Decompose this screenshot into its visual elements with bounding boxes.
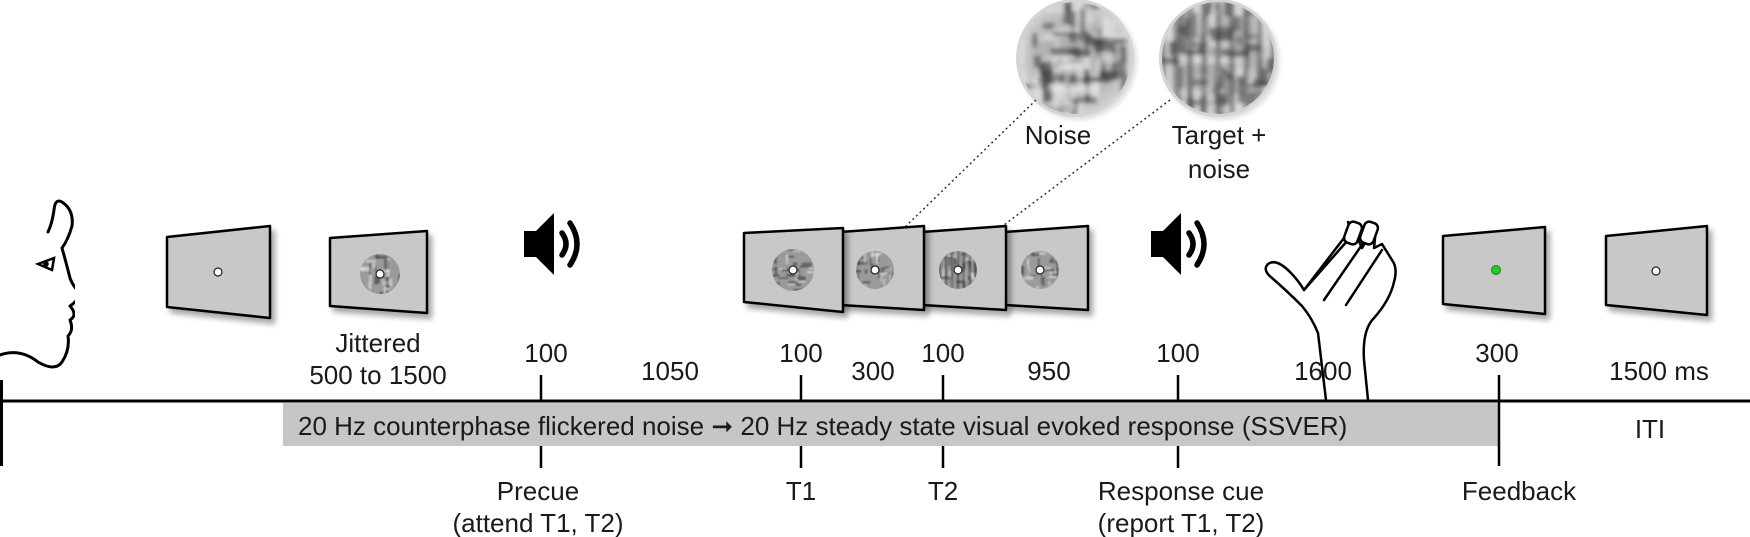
iti-label: ITI xyxy=(1635,414,1665,444)
precue-label-line1: Precue xyxy=(497,476,579,506)
event-ticks xyxy=(539,375,1501,468)
stimulus-screen-stack xyxy=(742,224,1090,314)
flicker-band xyxy=(283,403,1499,446)
response-cue-duration: 100 xyxy=(1156,338,1199,368)
fixation-dot xyxy=(1651,266,1661,276)
target-label-line2: noise xyxy=(1188,154,1250,184)
t1-to-t2-duration: 300 xyxy=(851,356,894,386)
noise-label: Noise xyxy=(1025,120,1091,150)
flicker-band-label: 20 Hz counterphase flickered noise ➞ 20 … xyxy=(298,411,1347,441)
feedback-label: Feedback xyxy=(1462,476,1577,506)
t1-duration: 100 xyxy=(779,338,822,368)
target-texture xyxy=(1162,2,1274,114)
fixation-dot xyxy=(213,267,223,277)
noise-texture xyxy=(1019,2,1131,114)
target-label-line1: Target + xyxy=(1172,120,1267,150)
speaker-icon xyxy=(524,213,580,275)
t2-label: T2 xyxy=(928,476,958,506)
jitter-label-line2: 500 to 1500 xyxy=(309,360,446,390)
feedback-dot xyxy=(1491,265,1501,275)
target-connector xyxy=(999,99,1171,229)
face-profile-icon xyxy=(0,199,75,369)
precue-to-t1-duration: 1050 xyxy=(641,356,699,386)
precue-label-line2: (attend T1, T2) xyxy=(452,508,623,537)
speaker-icon xyxy=(1151,213,1207,275)
noise-connector xyxy=(903,99,1037,229)
feedback-duration: 300 xyxy=(1475,338,1518,368)
t1-label: T1 xyxy=(786,476,816,506)
t2-to-cue-duration: 950 xyxy=(1027,356,1070,386)
response-window-duration: 1600 xyxy=(1294,356,1352,386)
target-inset xyxy=(1159,0,1280,120)
response-cue-label-line1: Response cue xyxy=(1098,476,1264,506)
jitter-label-line1: Jittered xyxy=(335,328,420,358)
t2-duration: 100 xyxy=(921,338,964,368)
iti-duration: 1500 ms xyxy=(1609,356,1709,386)
response-cue-label-line2: (report T1, T2) xyxy=(1098,508,1265,537)
fixation-dot xyxy=(375,269,385,279)
noise-inset xyxy=(1016,0,1137,120)
small-noise-patch xyxy=(360,254,400,294)
precue-duration: 100 xyxy=(524,338,567,368)
hand-icon xyxy=(1264,220,1397,402)
